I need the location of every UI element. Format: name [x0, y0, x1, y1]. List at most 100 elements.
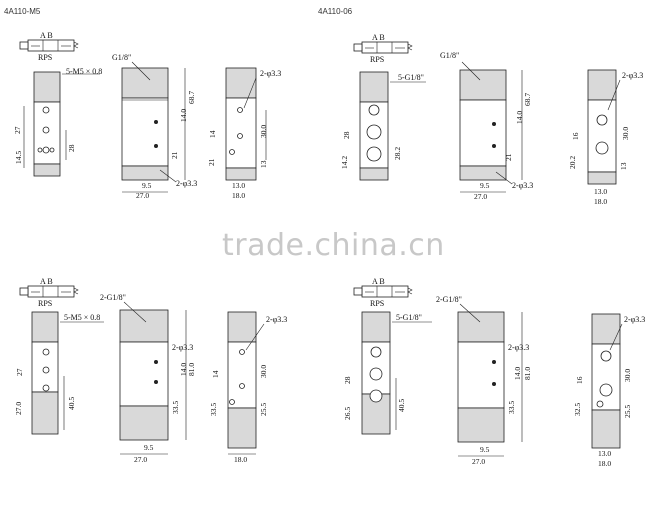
end-dim-2: 16	[571, 132, 580, 140]
side-dim-1: 14.0	[179, 363, 188, 376]
end-dim-6: 18.0	[232, 191, 245, 200]
front-dim-2: 27.0	[14, 402, 23, 415]
front-view: 5-G1/8" 28 14.2 28.2	[340, 71, 426, 181]
side-dim-4: 9.5	[144, 443, 154, 452]
end-dim-3: 33.5	[209, 403, 218, 416]
mount-callout-side: 2-φ3.3	[172, 343, 193, 352]
end-view: 2-φ3.3 30.0 14 21 13 13.0 18.0	[207, 67, 281, 200]
front-dim-3: 28	[67, 144, 76, 152]
end-dim-2: 16	[575, 376, 584, 384]
panel-4a110-m5: 4A110-M5 A B RPS 5-M5 × 0.8 27	[4, 7, 281, 200]
front-dim-1: 28	[342, 131, 351, 139]
end-dim-6: 18.0	[598, 459, 611, 468]
front-view: 5-M5 × 0.8 27 14.5 28	[13, 67, 102, 177]
front-dim-1: 28	[343, 376, 352, 384]
symbol-ports-bottom: RPS	[38, 53, 52, 62]
port-callout: 5-G1/8"	[396, 313, 422, 322]
mount-callout-bottom: 2-φ3.3	[176, 179, 197, 188]
symbol-ports-top: A B	[40, 31, 53, 40]
end-dim-4: 13	[619, 162, 628, 170]
end-dim-3: 32.5	[573, 403, 582, 416]
watermark: trade.china.cn	[222, 228, 445, 263]
end-dim-3: 20.2	[568, 156, 577, 169]
end-dim-4: 13	[259, 160, 268, 168]
symbol-ports-top: A B	[40, 277, 53, 286]
side-callout: G1/8"	[112, 53, 131, 62]
panel-3: A B RPS 5-M5 × 0.8 27 27.0 40.5 2-G1/8"	[14, 277, 287, 464]
side-dim-2: 68.7	[523, 93, 532, 106]
panel-4: A B RPS 5-G1/8" 28 26.5 40.5 2-G1/8"	[343, 277, 645, 468]
side-dim-3: 21	[504, 153, 513, 161]
valve-symbol: A B RPS	[19, 277, 79, 308]
side-view: 2-G1/8" 14.0 81.0 33.5 9.5 27.0 2-φ3.3	[100, 293, 196, 464]
end-dim-1: 30.0	[259, 365, 268, 378]
end-dim-2: 14	[208, 130, 217, 138]
side-dim-1: 14.0	[515, 111, 524, 124]
side-dim-2: 81.0	[187, 363, 196, 376]
front-view: 5-G1/8" 28 26.5 40.5	[343, 311, 432, 435]
mount-callout: 2-φ3.3	[266, 315, 287, 324]
port-callout: 5-G1/8"	[398, 73, 424, 82]
front-view: 5-M5 × 0.8 27 27.0 40.5	[14, 311, 104, 435]
front-dim-3: 40.5	[67, 397, 76, 410]
mount-callout: 2-φ3.3	[260, 69, 281, 78]
side-callout: G1/8"	[440, 51, 459, 60]
front-dim-3: 28.2	[393, 147, 402, 160]
end-dim-3: 21	[207, 158, 216, 166]
side-dim-5: 27.0	[474, 192, 487, 201]
side-dim-2: 81.0	[523, 367, 532, 380]
end-view: 2-φ3.3 30.0 14 33.5 25.5 18.0	[209, 311, 287, 464]
mount-callout: 2-φ3.3	[622, 71, 643, 80]
end-dim-5: 18.0	[234, 455, 247, 464]
mount-callout: 2-φ3.3	[624, 315, 645, 324]
end-dim-6: 18.0	[594, 197, 607, 206]
symbol-ports-top: A B	[372, 277, 385, 286]
side-view: G1/8" 14.0 68.7 21 9.5 27.0 2-φ3.3	[440, 51, 533, 201]
port-callout: 5-M5 × 0.8	[66, 67, 102, 76]
side-dim-4: 9.5	[480, 181, 490, 190]
symbol-ports-top: A B	[372, 33, 385, 42]
panel-title: 4A110-M5	[4, 7, 41, 16]
side-view: 2-G1/8" 14.0 81.0 33.5 9.5 27.0 2-φ3.3	[436, 295, 532, 466]
end-dim-5: 13.0	[598, 449, 611, 458]
end-dim-4: 25.5	[259, 403, 268, 416]
side-dim-2: 68.7	[187, 91, 196, 104]
panel-4a110-06: 4A110-06 A B RPS 5-G1/8" 28 14.2 28.2	[318, 7, 643, 206]
front-dim-3: 40.5	[397, 399, 406, 412]
side-callout: 2-G1/8"	[100, 293, 126, 302]
front-dim-2: 14.2	[340, 156, 349, 169]
side-dim-1: 14.0	[179, 109, 188, 122]
end-dim-4: 25.5	[623, 405, 632, 418]
valve-symbol: A B RPS	[19, 31, 79, 62]
side-callout: 2-G1/8"	[436, 295, 462, 304]
side-view: G1/8" 14.0 68.7 21 9.5 27.0 2-φ3.3	[112, 53, 197, 200]
symbol-ports-bottom: RPS	[370, 299, 384, 308]
mount-callout-bottom: 2-φ3.3	[512, 181, 533, 190]
front-dim-2: 26.5	[343, 407, 352, 420]
side-dim-3: 33.5	[171, 401, 180, 414]
side-dim-4: 9.5	[142, 181, 152, 190]
port-callout: 5-M5 × 0.8	[64, 313, 100, 322]
valve-symbol: A B RPS	[353, 33, 413, 64]
end-dim-5: 13.0	[594, 187, 607, 196]
side-dim-5: 27.0	[134, 455, 147, 464]
side-dim-3: 33.5	[507, 401, 516, 414]
side-dim-4: 9.5	[480, 445, 490, 454]
end-dim-2: 14	[211, 370, 220, 378]
side-dim-5: 27.0	[472, 457, 485, 466]
symbol-ports-bottom: RPS	[370, 55, 384, 64]
end-view: 2-φ3.3 30.0 16 32.5 25.5 13.0 18.0	[573, 313, 645, 468]
side-dim-5: 27.0	[136, 191, 149, 200]
end-dim-5: 13.0	[232, 181, 245, 190]
panel-title: 4A110-06	[318, 7, 353, 16]
side-dim-1: 14.0	[513, 367, 522, 380]
end-dim-1: 30.0	[623, 369, 632, 382]
front-dim-1: 27	[13, 126, 22, 134]
end-dim-1: 30.0	[259, 125, 268, 138]
end-view: 2-φ3.3 30.0 16 20.2 13 13.0 18.0	[568, 69, 643, 206]
front-dim-2: 14.5	[14, 151, 23, 164]
symbol-ports-bottom: RPS	[38, 299, 52, 308]
mount-callout-side: 2-φ3.3	[508, 343, 529, 352]
